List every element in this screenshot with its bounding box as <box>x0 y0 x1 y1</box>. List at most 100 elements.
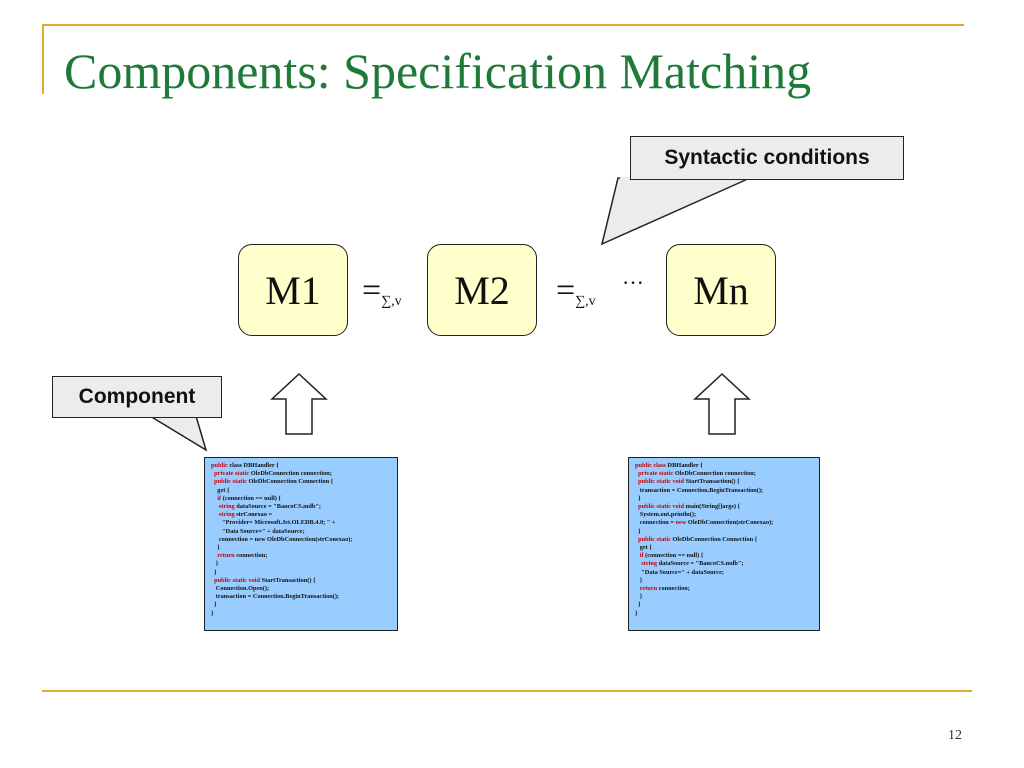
code-keyword: return <box>639 585 658 593</box>
code-line: public static void main(String[]args) { <box>635 503 813 511</box>
component-callout: Component <box>52 376 222 418</box>
equivalence-1-subscript: ∑,v <box>381 294 402 309</box>
code-text: OleDbConnection(strConexao); <box>686 519 774 527</box>
code-text: connection = <box>635 519 676 527</box>
code-line: public static OleDbConnection Connection… <box>211 478 391 486</box>
up-arrow-left <box>270 372 328 435</box>
code-text: } <box>635 494 641 502</box>
code-line: public class DBHandler { <box>211 462 391 470</box>
code-text: (connection == null) { <box>643 552 704 560</box>
code-line: return connection; <box>635 585 813 593</box>
module-m1-label: M1 <box>265 267 321 313</box>
code-line: if (connection == null) { <box>635 552 813 560</box>
module-m2: M2 <box>427 244 537 336</box>
page-number: 12 <box>948 728 962 743</box>
bottom-rule <box>42 690 972 692</box>
code-line: transaction = Connection.BeginTransactio… <box>635 487 813 495</box>
code-text: transaction = Connection.BeginTransactio… <box>211 593 340 601</box>
equivalence-1: =∑,v <box>362 272 402 310</box>
code-line: connection = new OleDbConnection(strCone… <box>635 519 813 527</box>
code-text: dataSource = "BancoCS.mdb"; <box>657 560 744 568</box>
code-text: "Provider= Microsoft.Jet.OLEDB.4.0; " + <box>211 519 336 527</box>
code-line: } <box>211 610 391 618</box>
code-text: transaction = Connection.BeginTransactio… <box>635 486 764 494</box>
code-line: private static OleDbConnection connectio… <box>211 470 391 478</box>
code-text: } <box>211 560 219 568</box>
code-text: StartTransaction() { <box>684 478 740 486</box>
code-keyword: if <box>217 494 222 502</box>
component-callout-tail <box>147 415 208 452</box>
code-line: } <box>635 593 813 601</box>
syntactic-conditions-callout: Syntactic conditions <box>630 136 904 180</box>
code-keyword: return <box>217 552 235 560</box>
code-text: } <box>635 593 643 601</box>
component-label: Component <box>78 385 196 408</box>
code-line: System.out.println(); <box>635 511 813 519</box>
code-line: connection = new OleDbConnection(strCone… <box>211 536 391 544</box>
code-line: } <box>635 528 813 536</box>
code-line: } <box>635 495 813 503</box>
code-line: get { <box>635 544 813 552</box>
code-text: OleDbConnection connection; <box>249 470 332 478</box>
code-line: } <box>211 601 391 609</box>
code-keyword: string <box>641 560 658 568</box>
code-text: } <box>635 576 643 584</box>
code-text: } <box>211 601 217 609</box>
code-line: public static OleDbConnection Connection… <box>635 536 813 544</box>
module-m1: M1 <box>238 244 348 336</box>
code-text: System.out.println(); <box>635 511 697 519</box>
code-text: StartTransaction() { <box>260 576 316 584</box>
code-text: connection; <box>234 552 268 560</box>
code-keyword: if <box>639 552 644 560</box>
code-keyword: string <box>218 511 235 519</box>
module-m2-label: M2 <box>454 267 510 313</box>
code-keyword: public class <box>635 462 666 469</box>
code-line: return connection; <box>211 552 391 560</box>
code-keyword: public static void <box>214 576 260 584</box>
top-rule <box>42 24 964 26</box>
code-snippet-left: public class DBHandler { private static … <box>204 457 398 631</box>
code-text: main(String[]args) { <box>684 503 740 511</box>
equivalence-2: =∑,v <box>556 272 596 310</box>
code-text: Connection.Open(); <box>211 585 270 593</box>
code-line: public static void StartTransaction() { <box>211 577 391 585</box>
code-line: } <box>211 560 391 568</box>
code-text: OleDbConnection connection; <box>673 470 756 478</box>
code-line: public class DBHandler { <box>635 462 813 470</box>
code-text: OleDbConnection Connection { <box>670 535 758 543</box>
code-text: } <box>211 609 214 617</box>
code-line: Connection.Open(); <box>211 585 391 593</box>
code-line: "Provider= Microsoft.Jet.OLEDB.4.0; " + <box>211 519 391 527</box>
code-text: get { <box>211 486 230 494</box>
code-keyword: public <box>211 462 228 469</box>
code-line: string dataSource = "BancoCS.mdb"; <box>635 560 813 568</box>
code-line: string dataSource = "BancoCS.mdb"; <box>211 503 391 511</box>
code-text: get { <box>635 544 652 552</box>
code-text: connection = new OleDbConnection(strCone… <box>211 535 353 543</box>
code-text: } <box>211 568 217 576</box>
code-keyword: public static void <box>638 503 684 511</box>
code-text: dataSource = "BancoCS.mdb"; <box>234 503 322 511</box>
code-line: "Data Source=" + dataSource; <box>635 569 813 577</box>
title-accent-bar <box>42 24 44 94</box>
code-line: public static void StartTransaction() { <box>635 478 813 486</box>
code-text: strConexao = <box>234 511 273 519</box>
code-text <box>211 503 219 510</box>
code-keyword: public static void <box>638 478 684 486</box>
up-arrow-right <box>693 372 751 435</box>
syntactic-conditions-label: Syntactic conditions <box>664 146 870 169</box>
code-text <box>211 511 219 518</box>
code-keyword: string <box>218 503 235 511</box>
syntactic-callout-tail <box>600 177 751 246</box>
code-keyword: public static <box>638 535 671 543</box>
code-text: (connection == null) { <box>221 494 281 502</box>
code-line: } <box>211 544 391 552</box>
code-line: if (connection == null) { <box>211 495 391 503</box>
code-text: } <box>635 601 641 609</box>
code-text: } <box>635 609 638 617</box>
code-keyword: private static <box>638 470 674 478</box>
slide-title: Components: Specification Matching <box>64 43 812 99</box>
code-snippet-right: public class DBHandler { private static … <box>628 457 820 631</box>
code-line: } <box>635 577 813 585</box>
code-line: transaction = Connection.BeginTransactio… <box>211 593 391 601</box>
